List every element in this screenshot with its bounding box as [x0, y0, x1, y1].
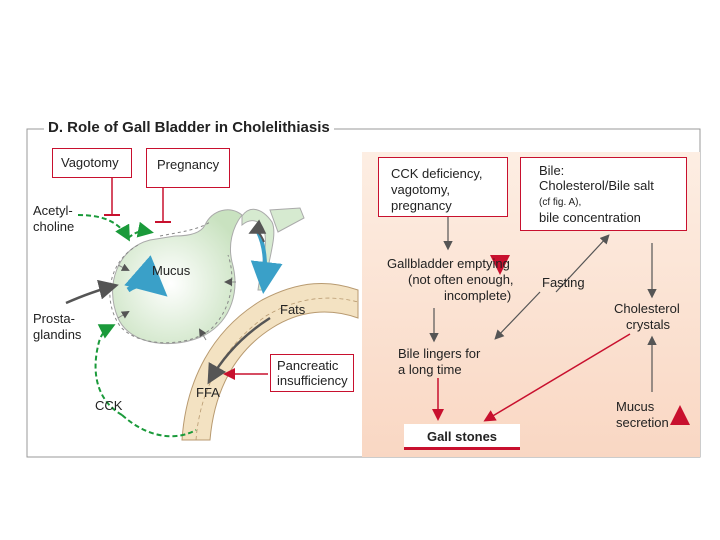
vagotomy-label: Vagotomy — [61, 155, 119, 170]
acetylcholine-arrow — [77, 214, 130, 242]
duct-return-arrow — [248, 219, 267, 243]
gallbladder-contour — [109, 244, 233, 344]
crystals-line-1: Cholesterol — [614, 301, 680, 316]
bile-line-1: Bile: — [539, 163, 565, 178]
pancreatic-label-2: insufficiency — [277, 373, 348, 388]
duodenum-midline — [195, 297, 359, 441]
acetylcholine-arrow-2 — [127, 221, 154, 239]
bile-box: Bile: Cholesterol/Bile salt (cf fig. A),… — [520, 157, 687, 231]
bile-line-4: bile concentration — [539, 210, 641, 225]
mucus-secretion-line-1: Mucus — [616, 399, 655, 414]
contract-arrow-1 — [117, 263, 130, 271]
gall-stones-label: Gall stones — [404, 424, 520, 450]
emptying-line-2: (not often enough, — [408, 272, 514, 287]
fats-label: Fats — [280, 302, 306, 317]
bile-flow-arrow — [250, 231, 283, 294]
bile-line-3: (cf fig. A), — [539, 197, 582, 208]
prostaglandins-label-1: Prosta- — [33, 311, 75, 326]
fasting-to-lingers-arrow — [494, 291, 541, 340]
fasting-to-bile-arrow — [555, 234, 610, 293]
contract-arrow-3 — [198, 328, 207, 341]
cck-from-ffa-line — [121, 414, 197, 438]
mucus-secretion-line-2: secretion — [616, 415, 669, 430]
emptying-line-1: Gallbladder emptying — [387, 256, 510, 271]
contract-arrow-2 — [117, 310, 130, 319]
crystals-line-2: crystals — [626, 317, 671, 332]
cck-deficiency-box: CCK deficiency, vagotomy, pregnancy — [378, 157, 508, 217]
gallbladder — [112, 209, 243, 345]
lingers-line-1: Bile lingers for — [398, 346, 481, 361]
bile-line-2: Cholesterol/Bile salt — [539, 178, 654, 193]
hepatic-duct — [269, 207, 305, 233]
fasting-label: Fasting — [542, 275, 585, 290]
prostaglandins-label-2: glandins — [33, 327, 82, 342]
acetylcholine-label-2: choline — [33, 219, 75, 234]
prostaglandins-arrow — [65, 279, 119, 305]
cck-deficiency-line-1: CCK deficiency, — [391, 166, 483, 181]
pregnancy-box: Pregnancy — [146, 148, 230, 188]
cck-deficiency-line-3: pregnancy — [391, 198, 452, 213]
diagram-title: D. Role of Gall Bladder in Cholelithiasi… — [44, 119, 334, 136]
emptying-line-3: incomplete) — [444, 288, 512, 303]
ffa-label: FFA — [196, 385, 220, 400]
crystals-to-stones-arrow — [483, 333, 631, 422]
fats-to-ffa-arrow — [207, 316, 271, 385]
mucus-label: Mucus — [152, 263, 191, 278]
cck-label: CCK — [95, 398, 123, 413]
gallbladder-neck-contour — [159, 221, 211, 237]
pregnancy-label: Pregnancy — [157, 157, 220, 172]
cystic-duct — [241, 208, 275, 291]
vagotomy-box: Vagotomy — [52, 148, 132, 178]
pancreatic-box: Pancreatic insufficiency — [270, 354, 354, 392]
pancreatic-label-1: Pancreatic — [277, 358, 339, 373]
lingers-line-2: a long time — [398, 362, 462, 377]
cck-deficiency-line-2: vagotomy, — [391, 182, 451, 197]
acetylcholine-label-1: Acetyl- — [33, 203, 73, 218]
duodenum — [181, 283, 359, 441]
mucus-arrow — [124, 255, 168, 297]
